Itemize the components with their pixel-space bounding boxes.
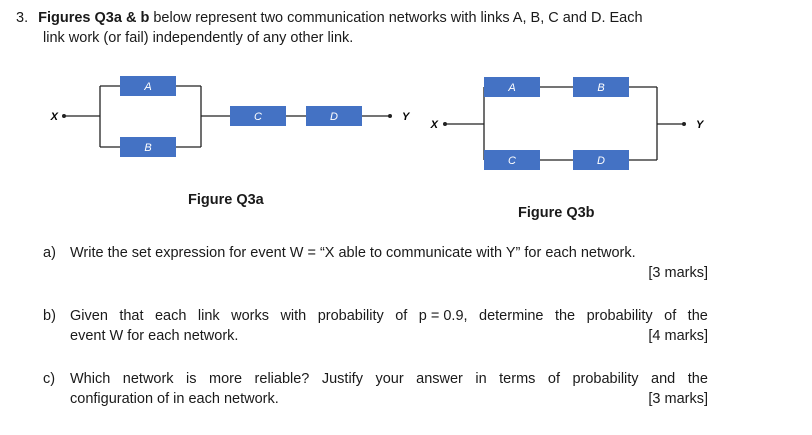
part-c-word: of: [547, 371, 560, 387]
figure-q3a-wires: [64, 85, 390, 148]
question-intro: below represent two communication networ…: [149, 10, 643, 26]
figure-q3a-y-node: [388, 114, 392, 118]
figure-q3a-link-d-box: [306, 106, 362, 126]
part-c-word: network: [122, 371, 174, 387]
figure-q3a-link-d-label: D: [330, 111, 338, 123]
part-b-word: link: [197, 308, 220, 324]
figure-q3a-diagram: X Y A B C D: [50, 76, 411, 157]
part-c-label: c): [43, 371, 56, 387]
part-b-marks: [4 marks]: [648, 328, 708, 344]
part-c-line2: configuration of in each network.: [70, 391, 279, 407]
figure-q3a-x-label: X: [50, 111, 59, 123]
part-b-word: of: [395, 308, 408, 324]
figure-q3b-link-b-label: B: [597, 82, 604, 94]
figure-q3a-link-a-label: A: [143, 81, 151, 93]
figure-q3b-link-c-label: C: [508, 155, 516, 167]
part-c-marks: [3 marks]: [648, 391, 708, 407]
part-c-word: Which: [70, 371, 111, 387]
part-b-word: each: [154, 308, 187, 324]
figure-q3b-link-d-label: D: [597, 155, 605, 167]
part-b-probability-value: p = 0.9,: [418, 308, 468, 324]
figure-q3b-wires: [445, 86, 684, 161]
part-b-word: that: [119, 308, 144, 324]
figure-q3b-link-d-box: [573, 150, 629, 170]
figure-q3b-caption: Figure Q3b: [518, 205, 595, 221]
question-intro-line2: link work (or fail) independently of any…: [43, 30, 354, 46]
part-c-word: Justify: [321, 371, 363, 387]
part-b-word: works: [231, 308, 269, 324]
figure-q3b-link-c-box: [484, 150, 540, 170]
part-b-word: of: [664, 308, 677, 324]
part-b-word: Given: [70, 308, 108, 324]
part-b-word: the: [687, 308, 708, 324]
part-c-word: reliable?: [254, 371, 310, 387]
figure-q3a-link-b-box: [120, 137, 176, 157]
question-title: Figures Q3a & b: [38, 10, 150, 26]
part-b-word: probability: [317, 308, 384, 324]
part-a-label: a): [43, 245, 56, 261]
figure-q3a-link-a-box: [120, 76, 176, 96]
figure-q3b-y-node: [682, 122, 686, 126]
figure-q3a-x-node: [62, 114, 66, 118]
part-a-text: Write the set expression for event W = “…: [70, 245, 636, 261]
part-c-word: probability: [572, 371, 639, 387]
figure-q3b-y-label: Y: [696, 119, 705, 131]
part-b-word: the: [554, 308, 576, 324]
figure-q3a-link-b-label: B: [144, 142, 151, 154]
part-b-word: with: [280, 308, 307, 324]
part-b-line1: Given that each link works with probabil…: [70, 306, 708, 326]
part-c-word: more: [209, 371, 243, 387]
part-c-word: answer: [416, 371, 463, 387]
part-c-word: terms: [499, 371, 536, 387]
figure-q3b-x-label: X: [430, 119, 439, 131]
figure-q3a-caption: Figure Q3a: [188, 192, 264, 208]
figure-q3b-link-b-box: [573, 77, 629, 97]
part-c-word: in: [475, 371, 487, 387]
figure-q3a-y-label: Y: [402, 111, 411, 123]
part-c-word: your: [375, 371, 404, 387]
figure-q3b-link-a-box: [484, 77, 540, 97]
figure-q3a-link-c-box: [230, 106, 286, 126]
part-c-line1: Which network is more reliable? Justify …: [70, 369, 708, 389]
part-b-line2: event W for each network.: [70, 328, 239, 344]
part-b-word: probability: [586, 308, 653, 324]
figure-q3b-diagram: X Y A B C D: [430, 77, 705, 170]
part-b-label: b): [43, 308, 56, 324]
figure-q3b-link-a-label: A: [507, 82, 515, 94]
part-c-word: is: [186, 371, 197, 387]
part-c-word: and: [651, 371, 676, 387]
question-header: 3. Figures Q3a & b below represent two c…: [16, 8, 643, 28]
figure-q3b-x-node: [443, 122, 447, 126]
part-c-word: the: [687, 371, 708, 387]
part-a-marks: [3 marks]: [648, 265, 708, 281]
question-number: 3.: [16, 10, 29, 26]
part-b-word: determine: [479, 308, 544, 324]
figure-q3a-link-c-label: C: [254, 111, 262, 123]
